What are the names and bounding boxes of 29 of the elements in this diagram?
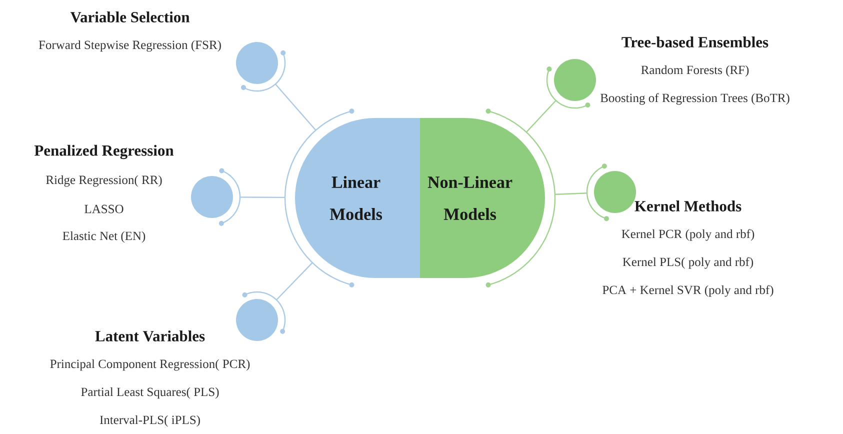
category-circle (236, 42, 278, 84)
method-text: LASSO (84, 204, 124, 214)
category-circle (236, 299, 278, 341)
connector-line (274, 84, 316, 130)
method-text: Ridge Regression( RR) (46, 175, 162, 187)
connector-line (240, 196, 285, 198)
method-text: Kernel PCR (poly and rbf) (622, 229, 754, 241)
category-heading: Penalized Regression (34, 144, 174, 160)
method-text: Partial Least Squares( PLS) (81, 387, 219, 399)
category-heading: Variable Selection (70, 12, 190, 22)
method-text: Elastic Net (EN) (62, 231, 146, 243)
category-heading: Kernel Methods (634, 200, 742, 212)
method-text: Forward Stepwise Regression (FSR) (38, 40, 221, 52)
method-text: Random Forests (RF) (641, 65, 749, 77)
connector-line (555, 192, 588, 195)
method-text: Kernel PLS( poly and rbf) (622, 257, 754, 269)
model-half: Non-Linear Models (420, 118, 545, 278)
connector-line (276, 262, 313, 300)
model-half: Linear Models (295, 118, 420, 278)
category-heading: Tree-based Ensembles (622, 36, 768, 48)
method-text: Boosting of Regression Trees (BoTR) (600, 93, 790, 105)
method-text: Principal Component Regression( PCR) (50, 359, 250, 371)
connector-line (526, 100, 556, 132)
category-heading: Latent Variables (95, 330, 205, 342)
method-text: PCA + Kernel SVR (poly and rbf) (602, 285, 774, 297)
method-text: Interval-PLS( iPLS) (100, 415, 200, 427)
category-circle (191, 176, 233, 218)
category-circle (554, 59, 596, 101)
category-circle (594, 171, 636, 213)
